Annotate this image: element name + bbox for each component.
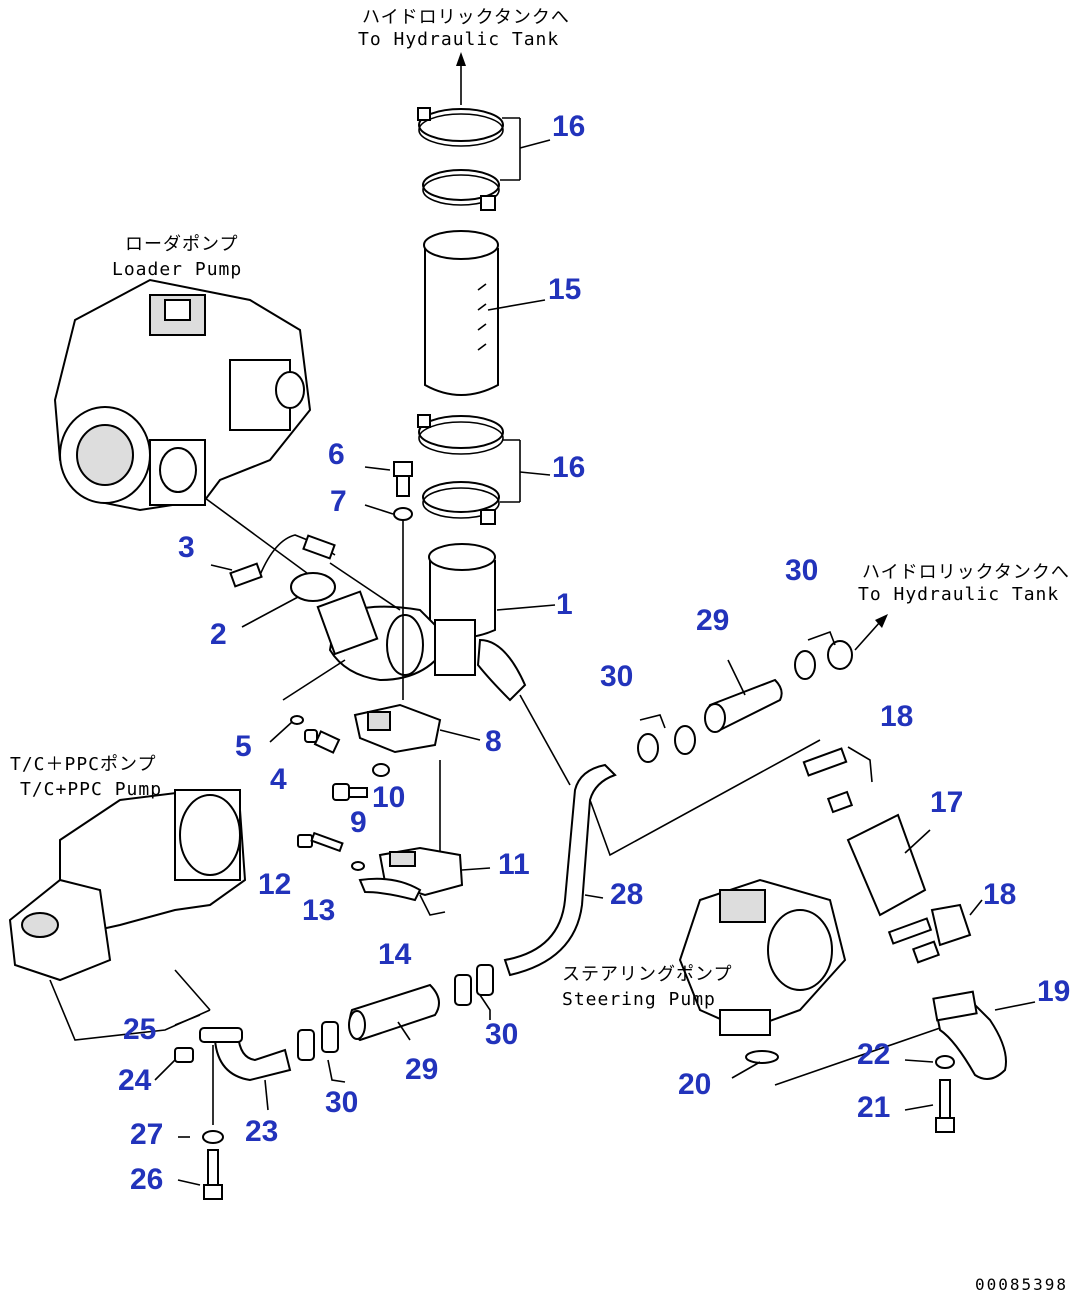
part-number-20: 20 <box>678 1068 712 1101</box>
part-number-13: 13 <box>302 894 336 927</box>
bolt-9 <box>332 783 368 801</box>
part-number-4: 4 <box>270 763 287 796</box>
part-number-18-upper: 18 <box>880 700 914 733</box>
note-tank-top-jp: ハイドロリックタンクへ <box>362 7 570 28</box>
note-loader-pump-jp: ローダポンプ <box>125 234 239 255</box>
part-number-18-lower: 18 <box>983 878 1017 911</box>
bolt-21 <box>935 1079 955 1133</box>
note-tank-top-en: To Hydraulic Tank <box>358 29 560 50</box>
fitting-24 <box>174 1047 194 1063</box>
hose-29-upper <box>704 678 783 733</box>
part-number-30-upper-right: 30 <box>785 554 819 587</box>
fitting-18-upper <box>802 747 854 814</box>
hose-28 <box>503 763 617 977</box>
bracket-8 <box>353 703 442 754</box>
gasket-20 <box>745 1050 779 1064</box>
part-number-21: 21 <box>857 1091 891 1124</box>
part-number-29-lower: 29 <box>405 1053 439 1086</box>
part-number-11: 11 <box>498 848 530 881</box>
hose-clamp-top-lower <box>422 169 500 211</box>
drawing-reference-number: 00085398 <box>975 1275 1069 1294</box>
clamp-14 <box>358 877 422 902</box>
hose-clamp-mid-lower <box>422 481 500 525</box>
loader-pump-illustration <box>53 278 312 512</box>
note-steering-pump-en: Steering Pump <box>562 989 716 1010</box>
clamp-30-upper-right <box>794 640 853 680</box>
hose-17 <box>846 813 927 917</box>
hose-clamp-top-upper <box>417 107 504 147</box>
tc-ppc-pump-illustration <box>8 788 247 982</box>
part-number-16-mid: 16 <box>552 451 586 484</box>
part-number-16-top: 16 <box>552 110 586 143</box>
note-tc-ppc-pump-en: T/C+PPC Pump <box>20 779 163 800</box>
hose-15 <box>423 230 499 396</box>
suction-tube-1 <box>316 543 527 702</box>
part-number-8: 8 <box>485 725 502 758</box>
note-tank-right-jp: ハイドロリックタンクへ <box>862 562 1070 583</box>
part-number-22: 22 <box>857 1038 891 1071</box>
sensor-harness-3 <box>229 534 336 588</box>
part-number-30-lower-right: 30 <box>485 1018 519 1051</box>
part-number-30-lower-left: 30 <box>325 1086 359 1119</box>
washer-13 <box>351 861 365 871</box>
steering-pump-illustration <box>678 878 847 1036</box>
part-number-26: 26 <box>130 1163 164 1196</box>
part-number-15: 15 <box>548 273 582 306</box>
part-number-23: 23 <box>245 1115 279 1148</box>
arrow-up-icon <box>456 52 466 105</box>
gasket-2 <box>290 572 336 602</box>
fitting-18-lower <box>887 903 972 964</box>
elbow-flange-19 <box>932 990 1007 1080</box>
note-tc-ppc-pump-jp: T/C＋PPCポンプ <box>10 754 157 775</box>
washer-10 <box>372 763 390 777</box>
part-number-14: 14 <box>378 938 412 971</box>
bolt-12 <box>297 831 344 853</box>
fitting-4 <box>304 729 341 754</box>
note-loader-pump-en: Loader Pump <box>112 259 243 280</box>
part-number-17: 17 <box>930 786 964 819</box>
part-number-7: 7 <box>330 485 347 518</box>
part-number-10: 10 <box>372 781 406 814</box>
hose-clamp-mid-upper <box>417 414 504 455</box>
part-number-27: 27 <box>130 1118 164 1151</box>
washer-22 <box>935 1055 955 1069</box>
note-steering-pump-jp: ステアリングポンプ <box>562 964 733 985</box>
bolt-6 <box>393 461 413 497</box>
washer-7 <box>393 507 413 521</box>
part-number-28: 28 <box>610 878 644 911</box>
part-number-29-upper: 29 <box>696 604 730 637</box>
clamp-30-lower-right <box>454 964 494 1006</box>
part-number-1: 1 <box>556 588 573 621</box>
elbow-tube-23 <box>199 1027 292 1082</box>
bolt-26 <box>203 1149 223 1200</box>
part-number-25: 25 <box>123 1013 157 1046</box>
part-number-3: 3 <box>178 531 195 564</box>
hose-29-lower <box>348 983 440 1042</box>
part-number-2: 2 <box>210 618 227 651</box>
part-number-24: 24 <box>118 1064 152 1097</box>
clamp-30-lower-left <box>297 1021 339 1061</box>
arrow-right-icon <box>854 614 888 651</box>
part-number-12: 12 <box>258 868 292 901</box>
washer-27 <box>202 1130 224 1144</box>
part-number-5: 5 <box>235 730 252 763</box>
clamp-30-upper-left <box>637 725 696 763</box>
washer-5 <box>290 715 304 725</box>
part-number-9: 9 <box>350 806 367 839</box>
part-number-19: 19 <box>1037 975 1071 1008</box>
part-number-6: 6 <box>328 438 345 471</box>
note-tank-right-en: To Hydraulic Tank <box>858 584 1060 605</box>
part-number-30-upper-left: 30 <box>600 660 634 693</box>
